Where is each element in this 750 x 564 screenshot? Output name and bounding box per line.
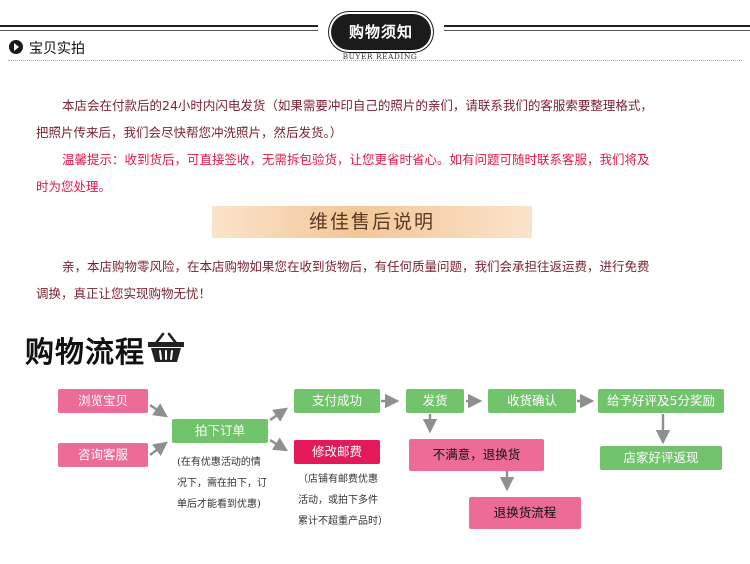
step-consult: 咨询客服 bbox=[58, 443, 148, 467]
banner-rule-right-thin bbox=[444, 30, 750, 31]
play-circle-icon bbox=[9, 40, 23, 54]
tip-line-2: 时为您处理。 bbox=[36, 179, 112, 194]
after-sales-line-2: 调换，真正让您实现购物无忧！ bbox=[36, 286, 212, 301]
step-ship: 发货 bbox=[406, 389, 464, 413]
dotted-divider bbox=[8, 60, 742, 61]
step-confirm-receipt: 收货确认 bbox=[488, 389, 576, 413]
step-modify-postage: 修改邮费 bbox=[294, 440, 380, 464]
order-note: (在有优惠活动的情 况下，需在拍下，订 单后才能看到优惠) bbox=[177, 452, 267, 515]
postage-note-line: （店铺有邮费优惠 bbox=[298, 474, 378, 485]
step-unsatisfied-return: 不满意，退换货 bbox=[409, 439, 544, 471]
banner-rule-right bbox=[444, 25, 750, 27]
step-return-process: 退换货流程 bbox=[469, 497, 581, 529]
postage-note-line: 累计不超重产品时） bbox=[298, 516, 388, 527]
badge-subtitle: BUYER READING bbox=[342, 52, 418, 61]
after-sales-line-1: 亲，本店购物零风险，在本店购物如果您在收到货物后，有任何质量问题，我们会承担往返… bbox=[62, 259, 650, 274]
banner-rule-left-thin bbox=[0, 30, 318, 31]
step-shop-cashback: 店家好评返现 bbox=[600, 446, 722, 470]
buyer-reading-badge: 购物须知 bbox=[323, 12, 439, 52]
order-note-line: 单后才能看到优惠) bbox=[177, 499, 261, 510]
badge-shape bbox=[331, 14, 431, 50]
after-sales-title: 维佳售后说明 bbox=[308, 211, 435, 233]
banner-rule-left bbox=[0, 25, 318, 27]
shipping-paragraph: 本店会在付款后的24小时内闪电发货（如果需要冲印自己的照片的亲们，请联系我们的客… bbox=[36, 92, 726, 200]
shipping-line-2: 把照片传来后，我们会尽快帮您冲洗照片，然后发货。） bbox=[36, 125, 343, 140]
order-note-line: (在有优惠活动的情 bbox=[177, 457, 261, 468]
order-note-line: 况下，需在拍下，订 bbox=[177, 478, 267, 489]
shipping-line-1: 本店会在付款后的24小时内闪电发货（如果需要冲印自己的照片的亲们，请联系我们的客… bbox=[62, 98, 653, 113]
step-payment-success: 支付成功 bbox=[294, 389, 380, 413]
postage-note-line: 活动，或拍下多件 bbox=[298, 495, 378, 506]
step-give-review: 给予好评及5分奖励 bbox=[598, 389, 724, 413]
after-sales-title-bar: 维佳售后说明 bbox=[212, 206, 532, 238]
badge-title: 购物须知 bbox=[348, 23, 413, 41]
after-sales-paragraph: 亲，本店购物零风险，在本店购物如果您在收到货物后，有任何质量问题，我们会承担往返… bbox=[36, 253, 726, 307]
shopping-basket-icon bbox=[148, 332, 184, 362]
flow-title: 购物流程 bbox=[25, 335, 146, 369]
step-place-order: 拍下订单 bbox=[172, 419, 268, 443]
step-browse: 浏览宝贝 bbox=[58, 389, 148, 413]
postage-note: （店铺有邮费优惠 活动，或拍下多件 累计不超重产品时） bbox=[298, 469, 388, 532]
tip-line-1: 温馨提示：收到货后，可直接签收，无需拆包验货，让您更省时省心。如有问题可随时联系… bbox=[62, 152, 650, 167]
section-label: 宝贝实拍 bbox=[29, 41, 85, 57]
